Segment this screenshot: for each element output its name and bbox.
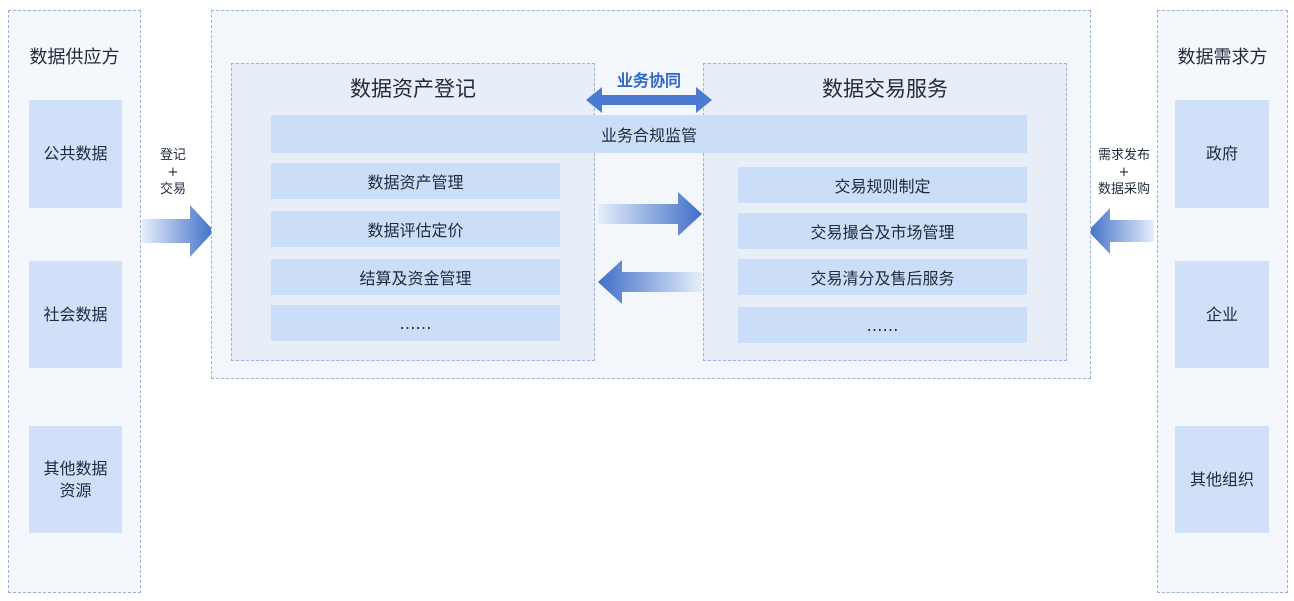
right-flow-line3: 数据采购	[1097, 182, 1150, 197]
registration-row-settlement: 结算及资金管理	[271, 259, 560, 295]
right-flow-line2: +	[1118, 165, 1130, 180]
supply-title: 数据供应方	[29, 47, 120, 68]
supply-panel: 数据供应方 公共数据 社会数据 其他数据资源	[8, 10, 141, 593]
trading-row-more: ……	[738, 307, 1027, 343]
left-flow-line2: +	[167, 165, 179, 180]
demand-item-enterprise: 企业	[1175, 261, 1269, 368]
right-flow-label: 需求发布 + 数据采购	[1091, 147, 1157, 198]
trading-row-rules: 交易规则制定	[738, 167, 1027, 203]
registration-title: 数据资产登记	[350, 77, 476, 101]
supervision-bar: 业务合规监管	[271, 115, 1027, 153]
registration-row-asset-management: 数据资产管理	[271, 163, 560, 199]
to-trading-arrow	[598, 192, 702, 236]
trading-row-clearing: 交易清分及售后服务	[738, 259, 1027, 295]
demand-panel: 数据需求方 政府 企业 其他组织	[1157, 10, 1288, 593]
registration-row-more: ……	[271, 305, 560, 341]
demand-item-other-org: 其他组织	[1175, 426, 1269, 533]
trading-title: 数据交易服务	[822, 77, 948, 101]
supply-item-social-data: 社会数据	[29, 261, 122, 368]
demand-title: 数据需求方	[1177, 47, 1268, 68]
demand-item-government: 政府	[1175, 100, 1269, 208]
collaboration-label: 业务协同	[616, 71, 681, 90]
trading-row-matching: 交易撮合及市场管理	[738, 213, 1027, 249]
right-inflow-arrow	[1088, 208, 1154, 254]
left-flow-line3: 交易	[159, 182, 186, 197]
left-inflow-arrow	[142, 205, 214, 257]
left-flow-line1: 登记	[159, 148, 186, 163]
supply-item-other-data: 其他数据资源	[29, 426, 122, 533]
left-flow-label: 登记 + 交易	[150, 147, 196, 198]
supply-item-public-data: 公共数据	[29, 100, 122, 208]
to-registration-arrow	[598, 260, 702, 304]
right-flow-line1: 需求发布	[1097, 148, 1150, 163]
registration-row-valuation-pricing: 数据评估定价	[271, 211, 560, 247]
collaboration-double-arrow	[586, 87, 712, 113]
